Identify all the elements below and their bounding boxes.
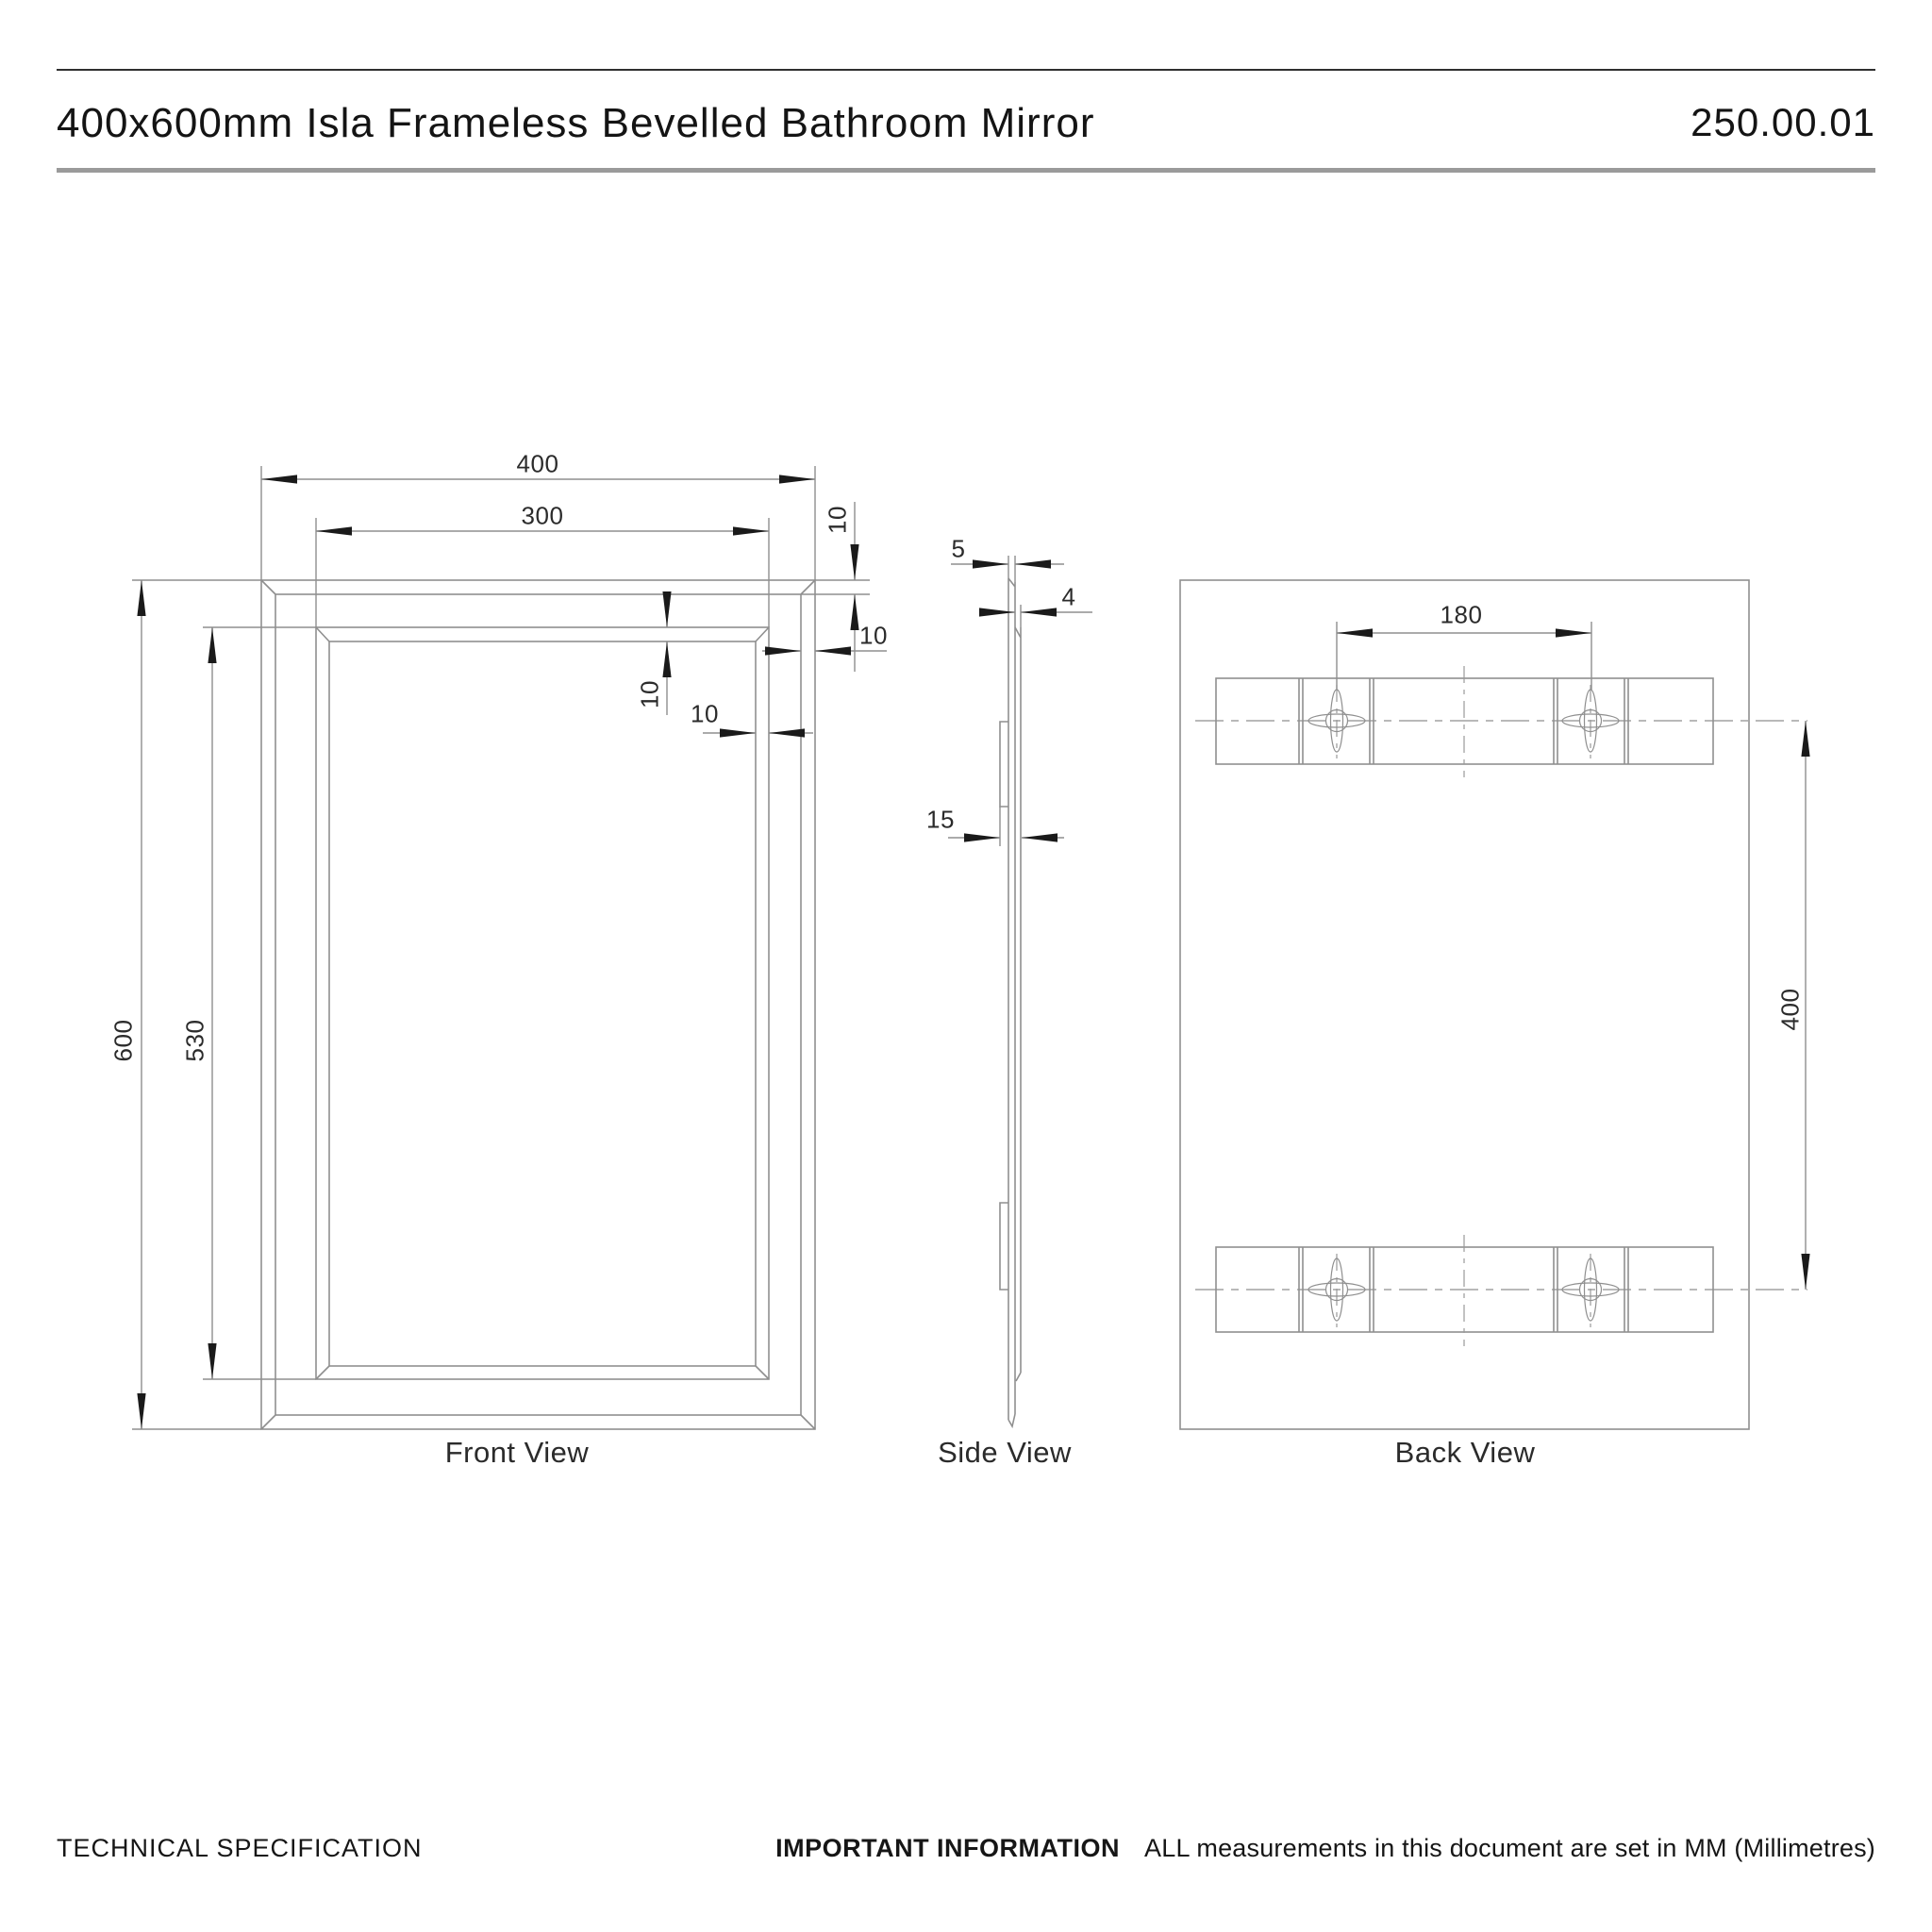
side-view-outline	[999, 577, 1022, 1429]
hanger-stars	[1307, 689, 1620, 1322]
dim-label-front-inner-height: 530	[180, 1019, 209, 1062]
front-view-label: Front View	[444, 1436, 590, 1469]
dim-label-backing-thickness: 4	[1061, 582, 1076, 611]
dim-label-glass-thickness: 5	[951, 534, 966, 563]
front-view-outline	[260, 579, 816, 1430]
dim-label-inner-bevel-right: 10	[691, 699, 719, 728]
page-title: 400x600mm Isla Frameless Bevelled Bathro…	[57, 100, 1095, 146]
front-view-dimension-lines	[132, 466, 887, 1430]
dim-label-front-width: 400	[516, 449, 559, 478]
header-bottom-rule	[57, 168, 1875, 173]
back-view-dimension-lines	[1336, 622, 1810, 1290]
dim-label-inner-bevel-top: 10	[635, 680, 664, 708]
dim-label-front-height: 600	[108, 1019, 138, 1062]
side-view-label: Side View	[938, 1436, 1072, 1469]
back-view-centerlines	[1195, 666, 1807, 1346]
document-number: 250.00.01	[1690, 100, 1875, 144]
dim-label-bevel-top-right: 10	[823, 506, 852, 534]
header-top-rule	[57, 69, 1875, 71]
side-view-dimension-lines	[948, 556, 1092, 846]
back-view-label: Back View	[1394, 1436, 1536, 1469]
footer-important-text: ALL measurements in this document are se…	[1144, 1834, 1875, 1862]
dim-label-bevel-right: 10	[859, 621, 888, 650]
footer-section-label: TECHNICAL SPECIFICATION	[57, 1834, 423, 1862]
dim-label-hanger-spacing: 180	[1440, 600, 1483, 629]
dim-label-bracket-spacing: 400	[1775, 988, 1805, 1031]
dim-label-front-inner-width: 300	[521, 501, 564, 530]
footer-important-label: IMPORTANT INFORMATION	[775, 1834, 1121, 1862]
footer-important-note: IMPORTANT INFORMATION ALL measurements in…	[775, 1834, 1875, 1863]
dim-label-total-depth: 15	[926, 805, 955, 834]
